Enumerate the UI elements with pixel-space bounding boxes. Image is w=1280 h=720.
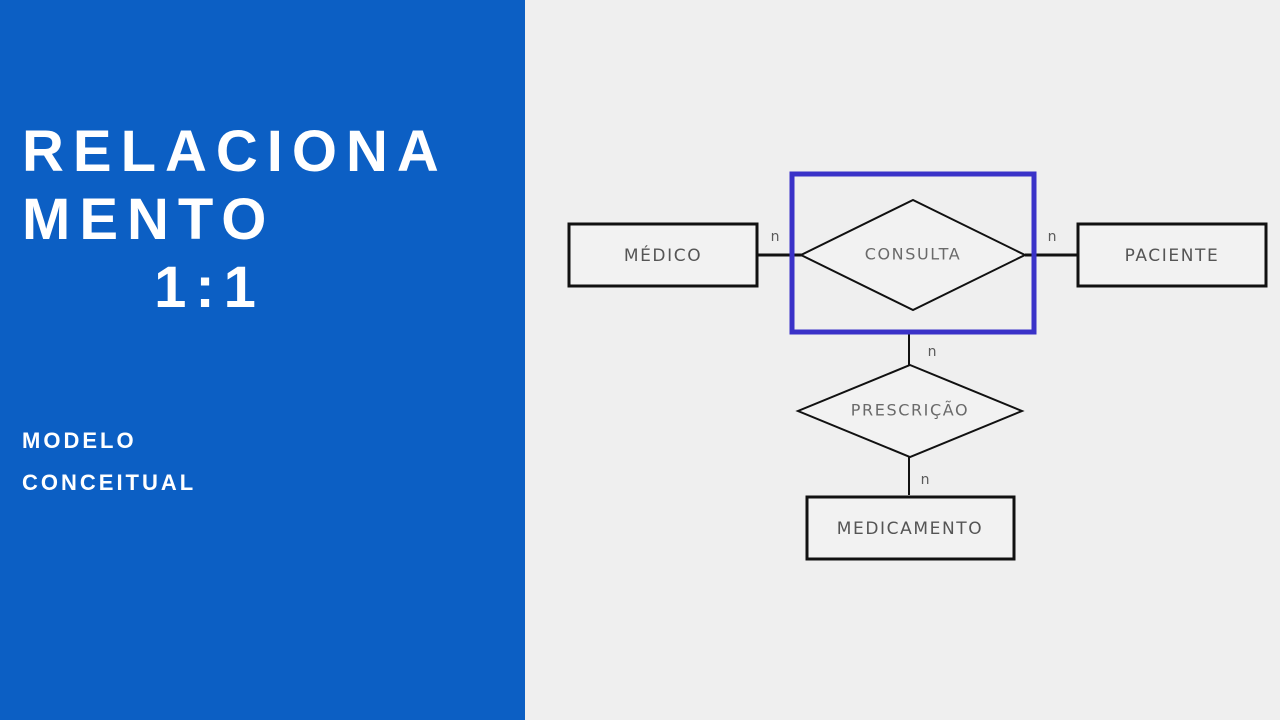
relationship-prescricao-diamond bbox=[795, 363, 1025, 459]
entity-paciente-box bbox=[1076, 222, 1268, 288]
entity-medico-box bbox=[567, 222, 759, 288]
relationship-prescricao[interactable]: PRESCRIÇÃO bbox=[795, 363, 1025, 459]
panel-subtitle: MODELO CONCEITUAL bbox=[22, 420, 196, 504]
entity-medicamento-box bbox=[805, 495, 1016, 561]
relationship-consulta[interactable]: CONSULTA bbox=[798, 198, 1028, 312]
cardinality-prescricao-medicamento: n bbox=[921, 472, 930, 488]
relationship-consulta-diamond bbox=[798, 198, 1028, 312]
entity-paciente-label: PACIENTE bbox=[1125, 246, 1220, 266]
er-diagram: MÉDICO PACIENTE MEDICAMENTO CONSULTA PRE… bbox=[567, 171, 1268, 561]
title-panel: RELACIONA MENTO 1:1 MODELO CONCEITUAL bbox=[0, 0, 525, 720]
relationship-consulta-label: CONSULTA bbox=[865, 245, 962, 264]
entity-medico-label: MÉDICO bbox=[624, 244, 702, 266]
panel-subtitle-line1: MODELO bbox=[22, 428, 137, 453]
entity-paciente[interactable]: PACIENTE bbox=[1076, 222, 1268, 288]
panel-title-line2: MENTO bbox=[22, 187, 276, 252]
relationship-prescricao-label: PRESCRIÇÃO bbox=[851, 401, 969, 420]
er-diagram-area: MÉDICO PACIENTE MEDICAMENTO CONSULTA PRE… bbox=[525, 0, 1280, 720]
cardinality-medico-consulta: n bbox=[771, 229, 780, 245]
cardinality-consulta-paciente: n bbox=[1048, 229, 1057, 245]
panel-title-line3: 1:1 bbox=[154, 255, 265, 320]
entity-medicamento[interactable]: MEDICAMENTO bbox=[805, 495, 1016, 561]
entity-medicamento-label: MEDICAMENTO bbox=[837, 519, 984, 539]
panel-subtitle-line2: CONCEITUAL bbox=[22, 470, 197, 495]
panel-title-line1: RELACIONA bbox=[22, 119, 448, 184]
entity-medico[interactable]: MÉDICO bbox=[567, 222, 759, 288]
cardinality-consulta-prescricao: n bbox=[928, 344, 937, 360]
panel-title: RELACIONA MENTO 1:1 bbox=[22, 118, 512, 322]
consulta-highlight-box bbox=[789, 171, 1037, 335]
